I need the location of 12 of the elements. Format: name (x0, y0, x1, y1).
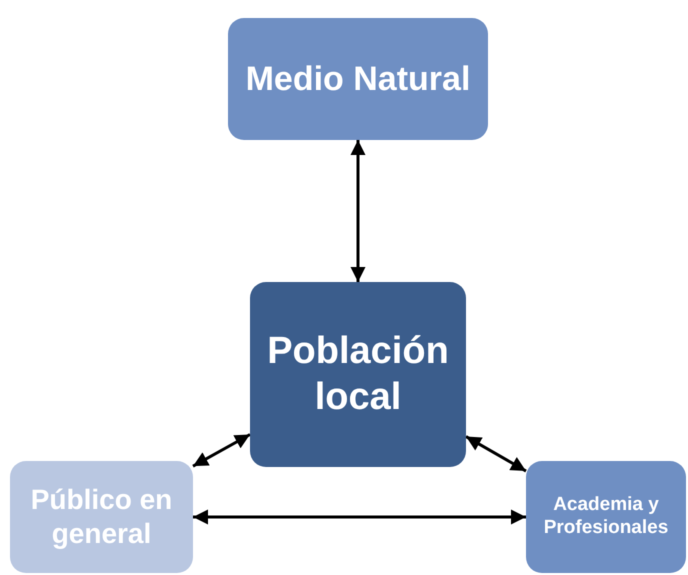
box-label: Academia y Profesionales (542, 494, 670, 540)
double-arrow (193, 510, 526, 524)
double-arrow (350, 140, 366, 282)
double-arrow (465, 435, 527, 472)
rounded-box (228, 18, 488, 140)
box-label: Público en general (30, 483, 174, 551)
box-label: Medio Natural (246, 58, 470, 100)
rounded-box (526, 461, 686, 573)
double-arrow (192, 433, 251, 468)
box-label: Población local (266, 328, 450, 420)
rounded-box (10, 461, 193, 573)
rounded-box (250, 282, 466, 467)
